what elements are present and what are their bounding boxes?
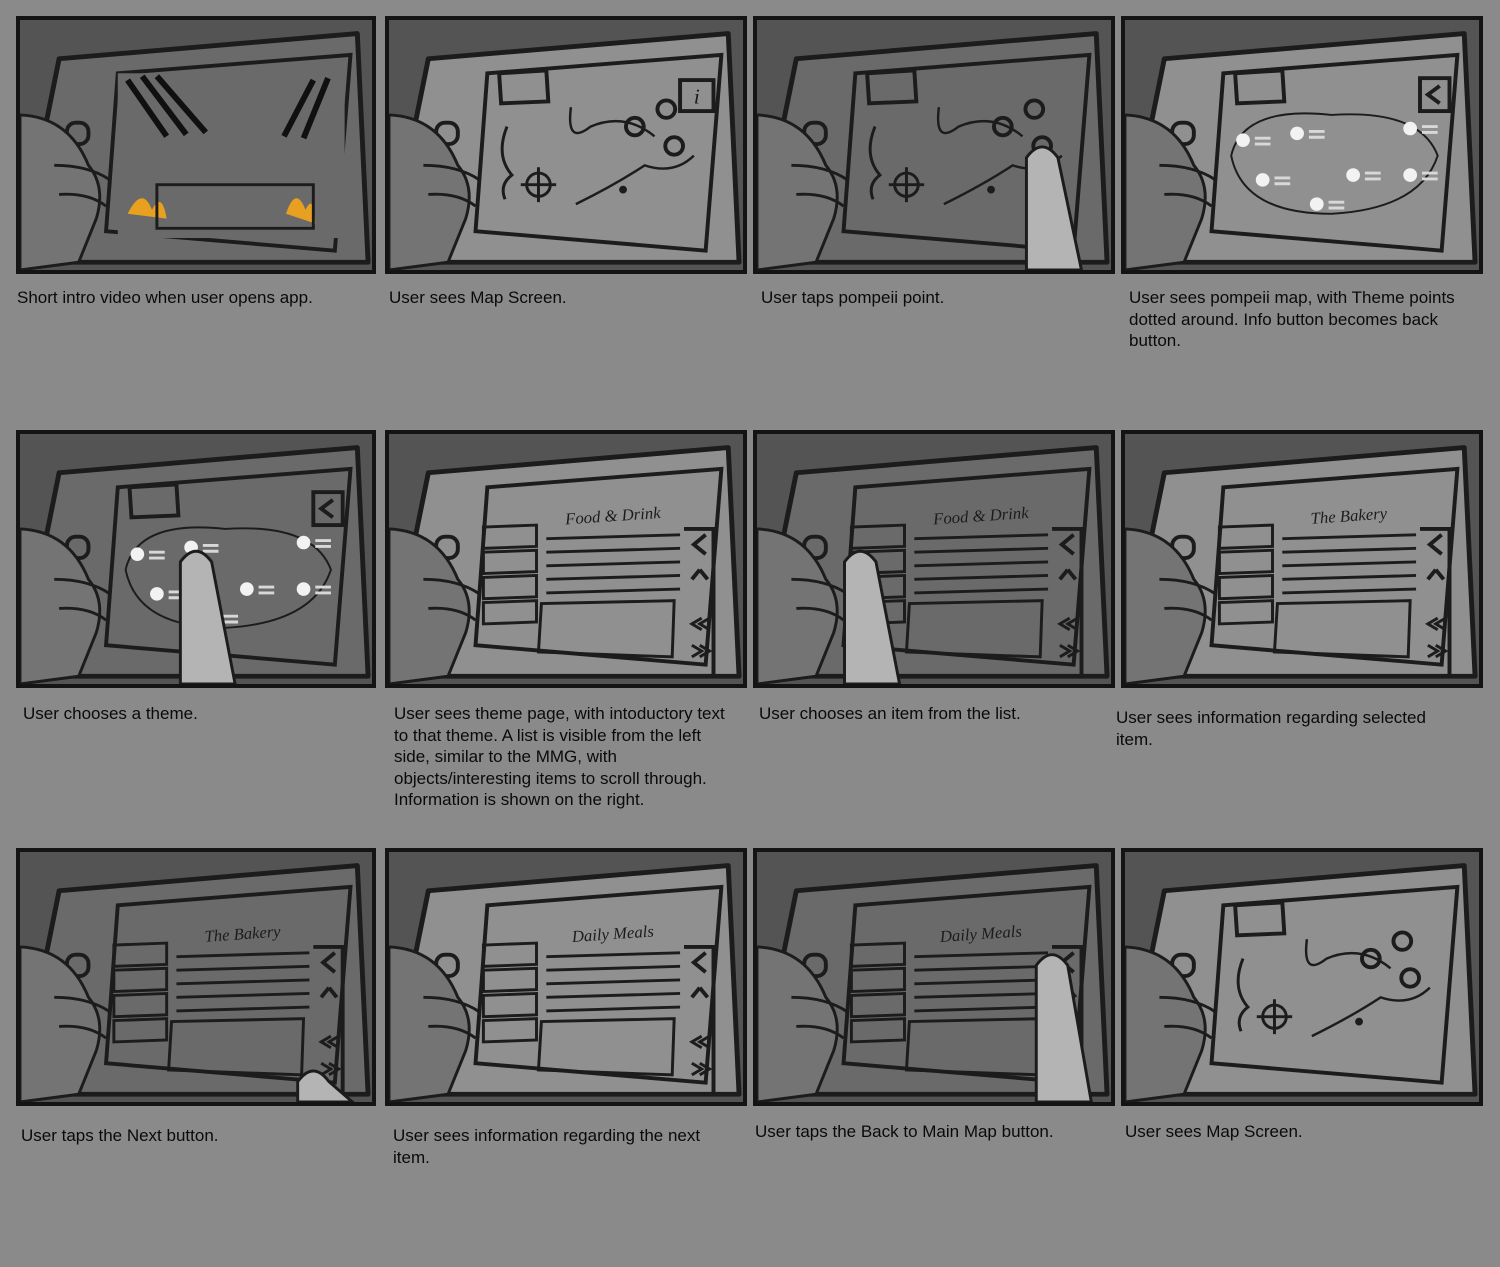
- storyboard-panel-12: [1121, 848, 1483, 1106]
- panel-caption-9: User taps the Next button.: [21, 1126, 219, 1145]
- info-icon: i: [678, 78, 716, 114]
- panel-caption-2: User sees Map Screen.: [389, 288, 567, 307]
- storyboard-panel-1: [16, 16, 376, 274]
- storyboard-panel-9: The Bakery: [16, 848, 376, 1106]
- tapping-finger: [843, 549, 902, 684]
- storyboard-panel-10: Daily Meals: [385, 848, 747, 1106]
- top-left-tab: [127, 482, 181, 520]
- panel-sketch-4: [1125, 31, 1478, 270]
- storyboard-panel-2: i: [385, 16, 747, 274]
- tapping-finger: [1034, 953, 1093, 1102]
- panel-caption-1: Short intro video when user opens app.: [17, 288, 313, 307]
- storyboard-panel-8: The Bakery: [1121, 430, 1483, 688]
- tapping-finger: [1024, 145, 1084, 270]
- hand-holding-tablet: [757, 527, 849, 684]
- panel-caption-3: User taps pompeii point.: [761, 288, 945, 307]
- panel-sketch-10: Daily Meals: [389, 863, 742, 1102]
- panel-caption-4: User sees pompeii map, with Theme points…: [1129, 288, 1455, 350]
- panel-sketch-11: Daily Meals: [757, 863, 1110, 1102]
- panel-caption-7: User chooses an item from the list.: [759, 704, 1021, 723]
- top-left-tab: [1233, 68, 1287, 106]
- svg-text:i: i: [694, 84, 700, 108]
- top-left-tab: [1233, 900, 1287, 938]
- intro-video-frame: [117, 73, 345, 239]
- panel-sketch-5: [20, 445, 371, 684]
- hand-holding-tablet: [1125, 113, 1217, 270]
- hand-holding-tablet: [389, 113, 481, 270]
- panel-caption-6: User sees theme page, with intoductory t…: [394, 704, 725, 809]
- map-sketch: [500, 98, 695, 206]
- hand-holding-tablet: [757, 945, 849, 1102]
- theme-points-map: [1230, 112, 1439, 215]
- back-icon: [311, 490, 345, 528]
- theme-page: The Bakery: [1217, 504, 1452, 677]
- storyboard-panel-4: [1121, 16, 1483, 274]
- panel-caption-10: User sees information regarding the next…: [393, 1126, 701, 1167]
- storyboard-panel-6: Food & Drink: [385, 430, 747, 688]
- hand-holding-tablet: [20, 113, 111, 270]
- hand-holding-tablet: [20, 945, 111, 1102]
- panel-sketch-6: Food & Drink: [389, 445, 742, 684]
- hand-holding-tablet: [1125, 527, 1217, 684]
- panel-caption-5: User chooses a theme.: [23, 704, 198, 723]
- storyboard-panel-11: Daily Meals: [753, 848, 1115, 1106]
- top-left-tab: [865, 68, 919, 106]
- panel-caption-11: User taps the Back to Main Map button.: [755, 1122, 1054, 1141]
- top-left-tab: [497, 68, 551, 106]
- panel-caption-12: User sees Map Screen.: [1125, 1122, 1303, 1141]
- hand-holding-tablet: [757, 113, 849, 270]
- panel-sketch-12: [1125, 863, 1478, 1102]
- panel-caption-8: User sees information regarding selected…: [1116, 708, 1426, 749]
- storyboard-panel-5: [16, 430, 376, 688]
- panel-sketch-2: i: [389, 31, 742, 270]
- panel-sketch-9: The Bakery: [20, 863, 371, 1102]
- panel-sketch-3: [757, 31, 1110, 270]
- storyboard-panel-7: Food & Drink: [753, 430, 1115, 688]
- hand-holding-tablet: [1125, 945, 1217, 1102]
- panel-sketch-1: [20, 31, 371, 270]
- back-icon: [1418, 76, 1452, 114]
- storyboard-panel-3: [753, 16, 1115, 274]
- tapping-finger: [296, 1069, 355, 1102]
- tapping-finger: [178, 549, 237, 684]
- hand-holding-tablet: [389, 527, 481, 684]
- panel-sketch-7: Food & Drink: [757, 445, 1110, 684]
- hand-holding-tablet: [20, 527, 111, 684]
- panel-sketch-8: The Bakery: [1125, 445, 1478, 684]
- map-sketch: [1236, 930, 1431, 1038]
- hand-holding-tablet: [389, 945, 481, 1102]
